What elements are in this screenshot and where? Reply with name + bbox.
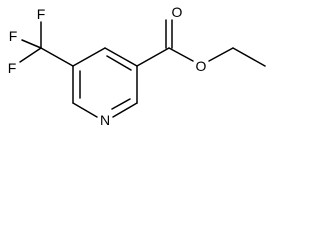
ring-bond-n-c6 — [72, 102, 98, 118]
fluorine-lower-label: F — [8, 60, 17, 76]
atom-labels: F F F O O N — [8, 4, 207, 128]
bond-ring-carbonyl — [136, 47, 170, 67]
ethyl-5-trifluoromethylnicotinate-structure: F F F O O N — [8, 4, 266, 128]
bond-ring-cf3 — [40, 47, 74, 67]
bonds — [19, 19, 266, 118]
ring-bond-c2-n — [112, 102, 138, 118]
ring-double-c2-n — [111, 98, 131, 110]
fluorine-left-label: F — [9, 28, 18, 44]
carbonyl-oxygen-label: O — [172, 4, 183, 20]
bond-c-f-left — [21, 39, 42, 49]
bond-ch2-ch3 — [232, 47, 266, 67]
ester-oxygen-label: O — [196, 58, 207, 74]
ring-double-c4-c3 — [106, 55, 132, 71]
bond-carbonyl-ester-o — [168, 47, 194, 62]
fluorine-top-label: F — [37, 6, 46, 22]
ring-nitrogen-label: N — [100, 112, 110, 128]
bond-c-f-lower — [19, 47, 42, 63]
ring-bond-c5-c4 — [72, 47, 106, 67]
ring-bond-c4-c3 — [104, 47, 138, 67]
bond-ester-o-ch2 — [208, 47, 234, 62]
